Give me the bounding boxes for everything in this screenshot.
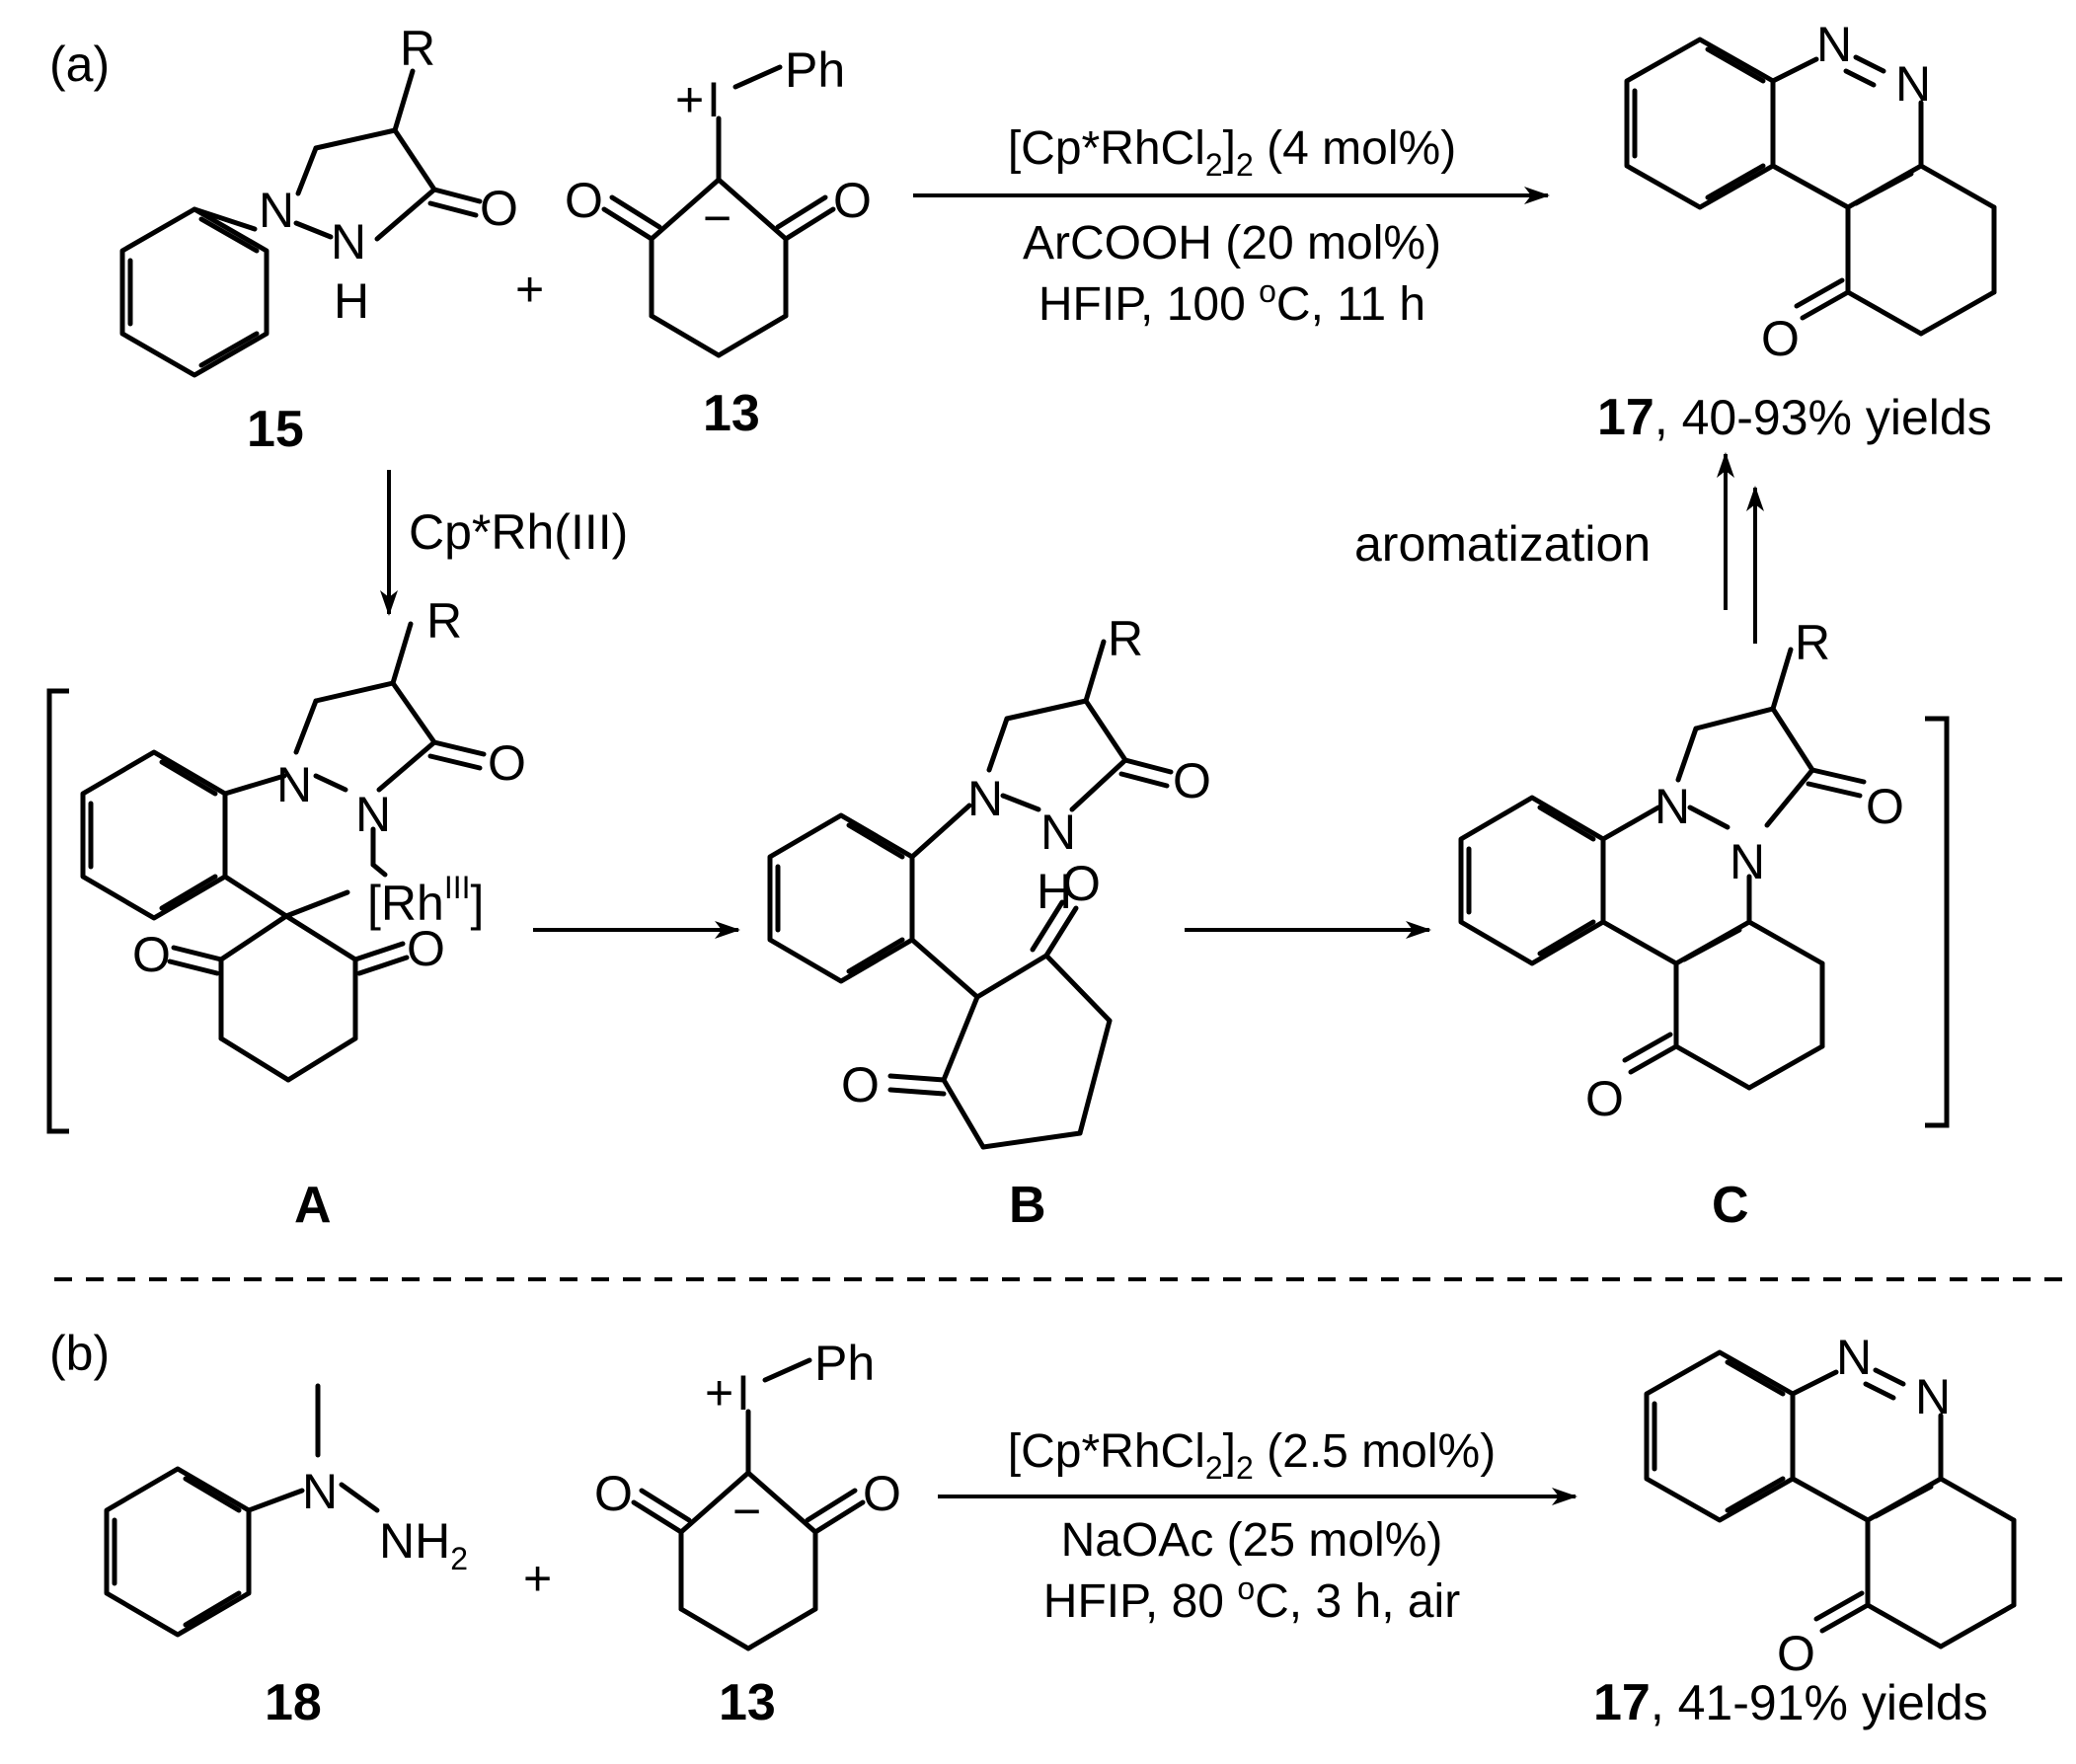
conditions-b-line2: NaOAc (25 mol%) bbox=[1061, 1514, 1443, 1567]
atom-o: O bbox=[1173, 753, 1211, 808]
atom-h: H bbox=[334, 273, 369, 329]
atom-n: N bbox=[302, 1464, 338, 1519]
atom-n: N bbox=[259, 183, 294, 238]
atom-o: O bbox=[1761, 311, 1800, 366]
conditions-a-line3: HFIP, 100 oC, 11 h bbox=[1038, 273, 1425, 331]
compound-label-c: C bbox=[1712, 1177, 1749, 1234]
atom-n: N bbox=[1730, 834, 1765, 889]
atom-n: N bbox=[276, 757, 312, 812]
atom-o: O bbox=[407, 921, 445, 976]
compound-13-structure bbox=[631, 1357, 866, 1651]
atom-n: N bbox=[967, 771, 1003, 826]
atom-o: O bbox=[863, 1466, 901, 1521]
atom-n: N bbox=[355, 787, 391, 842]
atom-o: O bbox=[841, 1057, 880, 1112]
atom-o: O bbox=[1777, 1626, 1815, 1681]
atom-n: N bbox=[1836, 1330, 1872, 1385]
atom-n: N bbox=[1040, 805, 1076, 860]
compound-17-structure bbox=[1644, 1349, 2017, 1649]
compound-18-structure bbox=[104, 1383, 380, 1638]
compound-label-17-a: 17, 40-93% yields bbox=[1597, 389, 1992, 446]
atom-o: O bbox=[1062, 856, 1101, 911]
cp-rh-label: Cp*Rh(III) bbox=[409, 504, 628, 560]
conditions-b-line3: HFIP, 80 oC, 3 h, air bbox=[1043, 1571, 1460, 1628]
compound-label-13: 13 bbox=[703, 385, 760, 442]
compound-label-a: A bbox=[294, 1177, 332, 1234]
panel-label-a: (a) bbox=[49, 37, 110, 92]
atom-r: R bbox=[1108, 611, 1143, 666]
atom-o: O bbox=[565, 173, 603, 228]
intermediate-b-structure bbox=[767, 639, 1174, 1150]
plus-sign: + bbox=[523, 1551, 552, 1606]
conditions-a-line1: [Cp*RhCl2]2 (4 mol%) bbox=[1008, 122, 1456, 183]
plus-sign: + bbox=[515, 262, 544, 317]
atom-minus-charge: − bbox=[732, 1484, 761, 1539]
atom-o: O bbox=[480, 181, 518, 236]
atom-i: I bbox=[736, 1365, 750, 1420]
compound-label-18: 18 bbox=[265, 1674, 322, 1731]
bracket-right bbox=[1925, 716, 1950, 1128]
atom-o: O bbox=[594, 1466, 633, 1521]
compound-label-17-b: 17, 41-91% yields bbox=[1593, 1674, 1988, 1731]
bracket-left bbox=[46, 688, 69, 1134]
aromatization-label: aromatization bbox=[1354, 516, 1651, 572]
atom-n: N bbox=[331, 214, 366, 269]
amino-group: NH2 bbox=[379, 1513, 468, 1576]
rhodium-label: [RhIII] bbox=[367, 870, 484, 931]
atom-n: N bbox=[1654, 779, 1690, 834]
atom-r: R bbox=[400, 21, 435, 76]
atom-o: O bbox=[1585, 1071, 1624, 1126]
intermediate-a-structure bbox=[80, 621, 487, 1083]
conditions-a-line2: ArCOOH (20 mol%) bbox=[1023, 217, 1441, 269]
atom-minus-charge: − bbox=[703, 191, 731, 246]
compound-label-15: 15 bbox=[247, 401, 304, 458]
atom-ph: Ph bbox=[814, 1336, 875, 1391]
conditions-b-line1: [Cp*RhCl2]2 (2.5 mol%) bbox=[1008, 1425, 1496, 1486]
atom-n: N bbox=[1895, 56, 1931, 112]
atom-n: N bbox=[1915, 1369, 1951, 1424]
atom-o: O bbox=[488, 735, 526, 791]
atom-ph: Ph bbox=[785, 42, 845, 98]
atom-o: O bbox=[132, 927, 171, 982]
intermediate-c-structure bbox=[1458, 647, 1867, 1091]
atom-h: H bbox=[1037, 864, 1072, 919]
compound-label-13: 13 bbox=[719, 1674, 776, 1731]
compound-13-structure bbox=[601, 64, 836, 358]
compound-label-b: B bbox=[1009, 1177, 1046, 1234]
atom-plus-charge: + bbox=[705, 1365, 733, 1420]
compound-15-structure bbox=[119, 68, 483, 378]
atom-n: N bbox=[1816, 17, 1852, 72]
atom-r: R bbox=[1795, 615, 1830, 670]
panel-label-b: (b) bbox=[49, 1326, 110, 1381]
atom-plus-charge: + bbox=[675, 72, 704, 127]
atom-r: R bbox=[426, 593, 462, 649]
compound-17-structure bbox=[1624, 37, 1997, 337]
atom-o: O bbox=[833, 173, 872, 228]
atom-o: O bbox=[1866, 779, 1904, 834]
atom-i: I bbox=[707, 72, 721, 127]
